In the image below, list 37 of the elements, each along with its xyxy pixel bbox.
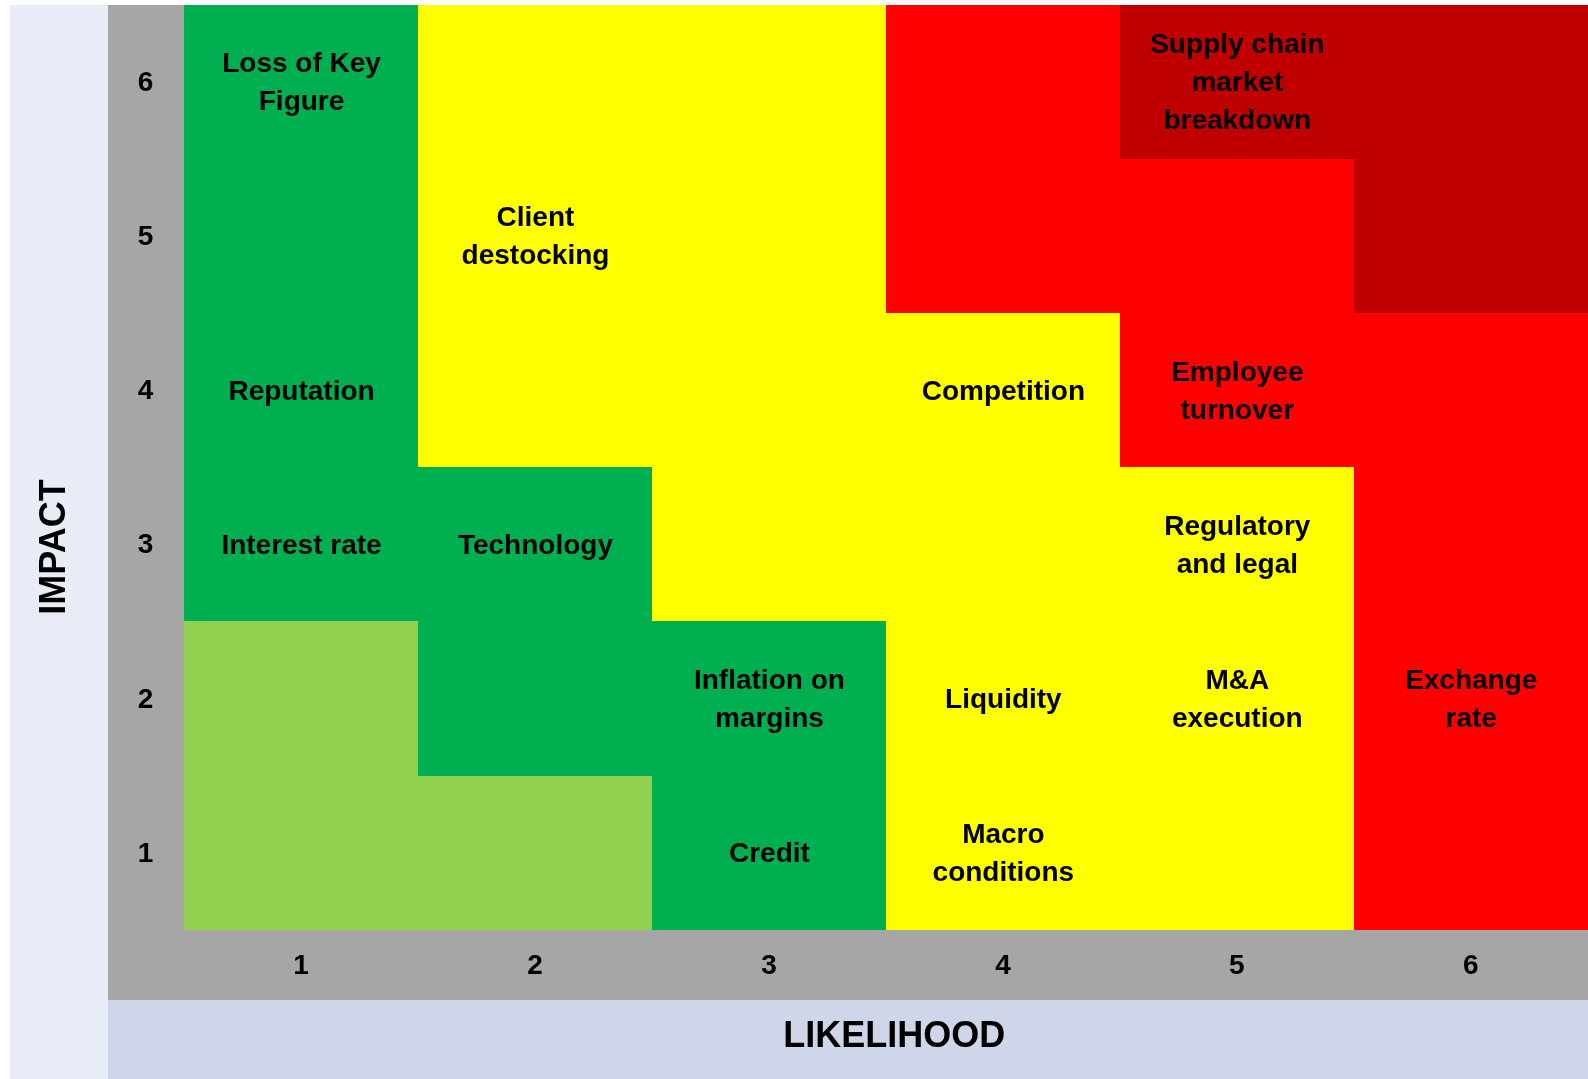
axis-tick-label: 6 bbox=[137, 66, 154, 99]
matrix-cell bbox=[886, 5, 1121, 160]
axis-tick-label: 2 bbox=[137, 682, 154, 715]
risk-label: Regulatory and legal bbox=[1163, 508, 1312, 581]
matrix-cell bbox=[652, 775, 887, 931]
matrix-cell bbox=[1354, 159, 1588, 314]
matrix-cell bbox=[184, 621, 419, 777]
axis-tick-label: 4 bbox=[995, 949, 1011, 982]
risk-label: Reputation bbox=[228, 373, 375, 408]
axis-tick-label: 5 bbox=[137, 220, 154, 253]
risk-label: Interest rate bbox=[221, 527, 382, 562]
axis-tick-label: 1 bbox=[293, 949, 309, 982]
risk-label: Supply chain market breakdown bbox=[1149, 27, 1326, 138]
axis-title: IMPACT bbox=[31, 479, 74, 615]
risk-label: Credit bbox=[728, 835, 810, 870]
axis-tick-label: 5 bbox=[1229, 949, 1245, 982]
risk-label: Technology bbox=[457, 527, 613, 562]
axis-tick-label: 2 bbox=[527, 949, 543, 982]
risk-label: Competition bbox=[921, 373, 1086, 408]
matrix-cell bbox=[1120, 5, 1355, 160]
risk-label: Liquidity bbox=[945, 681, 1062, 716]
axis-tick-label: 3 bbox=[761, 949, 777, 982]
axis-tick-label: 3 bbox=[137, 528, 154, 561]
axis-title: LIKELIHOOD bbox=[783, 1014, 1006, 1057]
risk-label: Exchange rate bbox=[1404, 662, 1539, 735]
axis-tick-label: 4 bbox=[137, 374, 154, 407]
risk-label: Employee turnover bbox=[1170, 354, 1305, 427]
matrix-cell bbox=[418, 775, 653, 931]
risk-label: Loss of Key Figure bbox=[221, 46, 382, 119]
axis-tick-label: 6 bbox=[1463, 949, 1479, 982]
matrix-cell bbox=[184, 5, 419, 160]
axis-tick-label: 1 bbox=[137, 836, 154, 869]
risk-label: Client destocking bbox=[460, 200, 611, 273]
risk-label: Macro conditions bbox=[931, 816, 1076, 889]
matrix-cell bbox=[1354, 775, 1588, 931]
risk-label: Inflation on margins bbox=[693, 662, 846, 735]
risk-label: M&A execution bbox=[1170, 662, 1304, 735]
